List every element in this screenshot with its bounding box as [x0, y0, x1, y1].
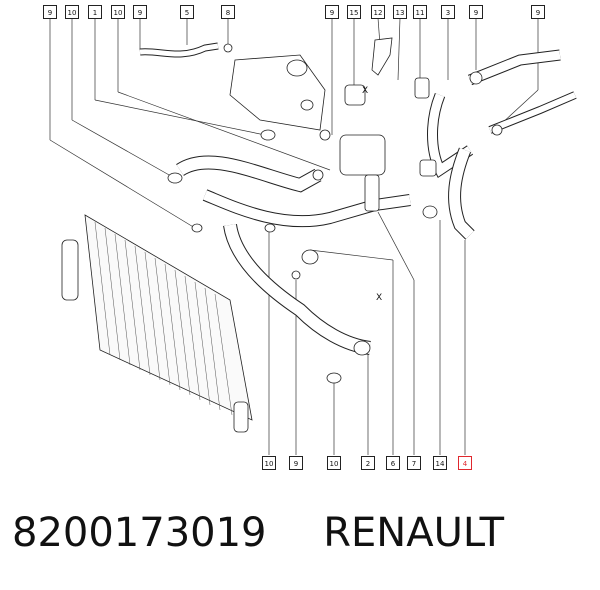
top-callout-14: 9 — [531, 5, 545, 19]
expansion-tank — [229, 54, 326, 131]
top-callout-2: 1 — [88, 5, 102, 19]
hoses — [139, 42, 577, 355]
top-callout-0: 9 — [43, 5, 57, 19]
top-callout-1: 10 — [65, 5, 79, 19]
top-callout-8: 15 — [347, 5, 361, 19]
hose-assembly-drawing — [49, 17, 577, 455]
top-callout-13: 9 — [469, 5, 483, 19]
top-callout-10: 13 — [393, 5, 407, 19]
top-callout-9: 12 — [371, 5, 385, 19]
bottom-callout-3: 2 — [361, 456, 375, 470]
marker-x: X — [376, 293, 383, 303]
top-callout-6: 8 — [221, 5, 235, 19]
bottom-callout-7: 4 — [458, 456, 472, 470]
top-callout-5: 5 — [180, 5, 194, 19]
top-callout-7: 9 — [325, 5, 339, 19]
marker-x: X — [362, 86, 369, 96]
top-callout-3: 10 — [111, 5, 125, 19]
top-callout-11: 11 — [413, 5, 427, 19]
radiator — [61, 214, 253, 433]
bottom-callout-2: 10 — [327, 456, 341, 470]
bottom-callout-4: 6 — [386, 456, 400, 470]
part-number: 8200173019 — [12, 510, 267, 556]
bottom-callout-6: 14 — [433, 456, 447, 470]
brand-name: RENAULT — [323, 510, 505, 556]
bottom-callout-5: 7 — [407, 456, 421, 470]
fittings — [167, 37, 503, 384]
bottom-callout-1: 9 — [289, 456, 303, 470]
top-callout-12: 3 — [441, 5, 455, 19]
bottom-callout-0: 10 — [262, 456, 276, 470]
top-callout-4: 9 — [133, 5, 147, 19]
part-caption: 8200173019 RENAULT — [12, 510, 592, 570]
